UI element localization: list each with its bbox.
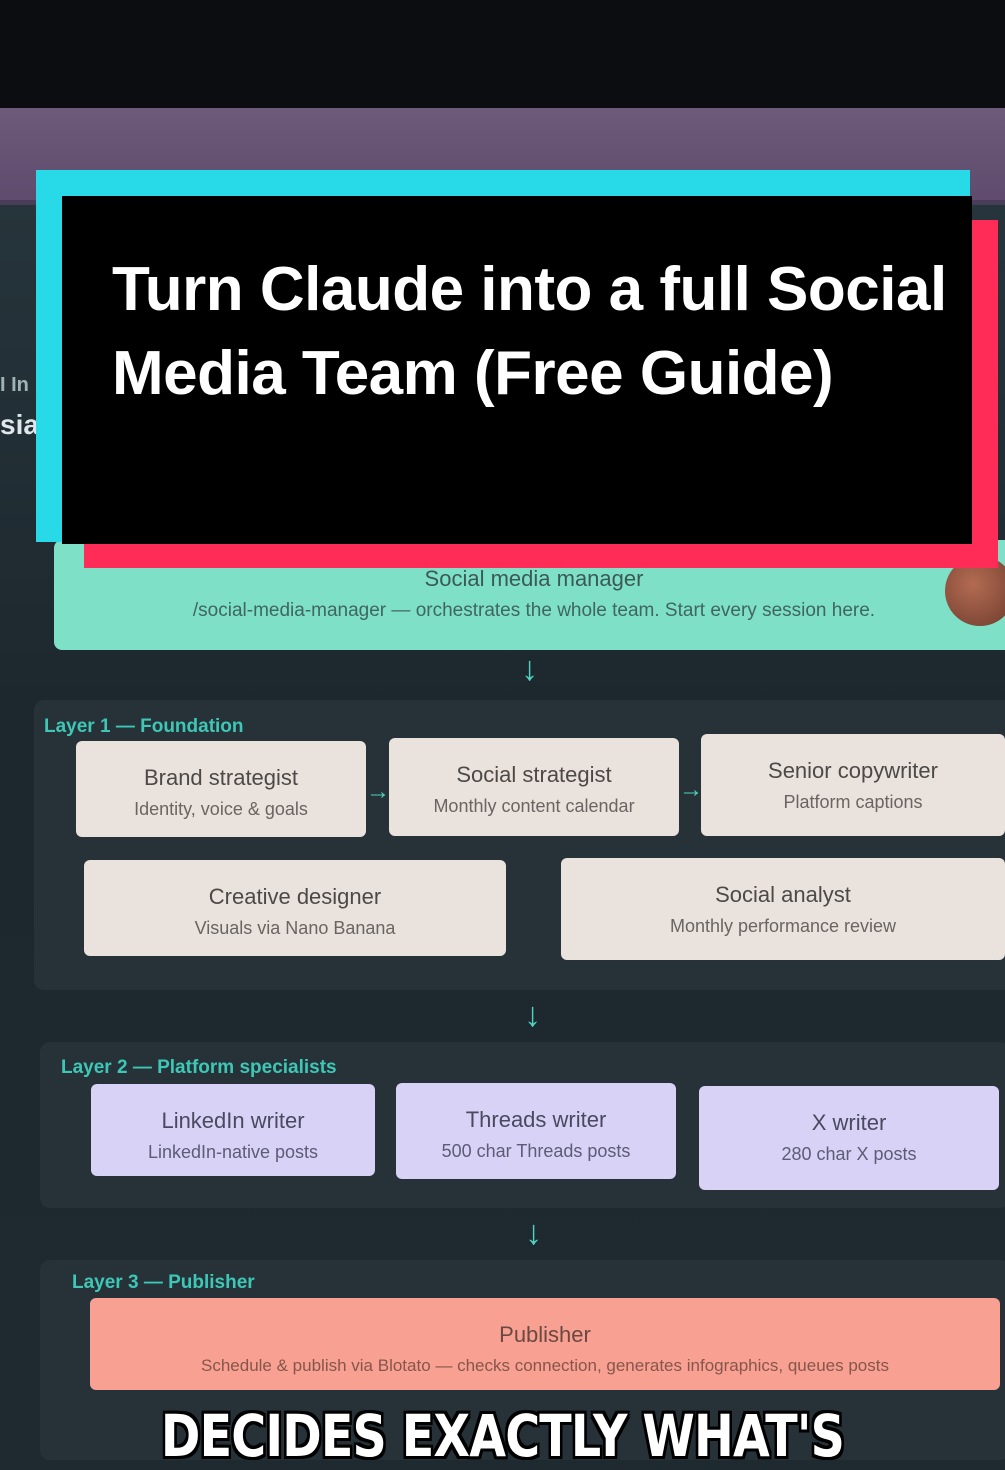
brand-strategist-box[interactable]: Brand strategist Identity, voice & goals bbox=[76, 741, 366, 837]
threads-writer-box[interactable]: Threads writer 500 char Threads posts bbox=[396, 1083, 676, 1179]
role-title: Creative designer bbox=[208, 884, 382, 909]
arrow-right-icon: → bbox=[366, 778, 390, 805]
manager-description: /social-media-manager — orchestrates the… bbox=[192, 600, 876, 621]
role-subtitle: Visuals via Nano Banana bbox=[194, 918, 396, 938]
x-writer-box[interactable]: X writer 280 char X posts bbox=[699, 1086, 999, 1190]
manager-title: Social media manager bbox=[424, 566, 644, 591]
role-subtitle: LinkedIn-native posts bbox=[147, 1142, 319, 1162]
arrow-down-icon: ↓ bbox=[525, 1214, 542, 1252]
publisher-box[interactable]: Publisher Schedule & publish via Blotato… bbox=[90, 1298, 1000, 1390]
arrow-right-icon: → bbox=[679, 776, 703, 803]
layer-2-label: Layer 2 — Platform specialists bbox=[61, 1057, 337, 1078]
role-subtitle: 500 char Threads posts bbox=[441, 1141, 631, 1161]
monitor-bezel bbox=[0, 0, 1005, 110]
role-subtitle: Platform captions bbox=[783, 792, 923, 812]
layer-1-label: Layer 1 — Foundation bbox=[44, 716, 244, 737]
role-title: Senior copywriter bbox=[768, 758, 938, 783]
role-title: LinkedIn writer bbox=[161, 1108, 305, 1133]
arrow-down-icon: ↓ bbox=[521, 650, 538, 688]
cropped-text-1: I In bbox=[0, 374, 29, 396]
cropped-page-text: I In sia bbox=[0, 365, 39, 445]
role-title: Publisher bbox=[499, 1322, 591, 1347]
role-subtitle: Schedule & publish via Blotato — checks … bbox=[201, 1356, 889, 1375]
social-strategist-box[interactable]: Social strategist Monthly content calend… bbox=[389, 738, 679, 836]
layer-3-label: Layer 3 — Publisher bbox=[72, 1272, 255, 1293]
role-title: Threads writer bbox=[465, 1107, 607, 1132]
role-title: Social strategist bbox=[456, 762, 612, 787]
role-title: Social analyst bbox=[715, 882, 851, 907]
role-subtitle: 280 char X posts bbox=[781, 1144, 917, 1164]
role-subtitle: Monthly performance review bbox=[669, 916, 897, 936]
arrow-down-icon: ↓ bbox=[524, 996, 541, 1034]
role-subtitle: Monthly content calendar bbox=[433, 796, 635, 816]
creative-designer-box[interactable]: Creative designer Visuals via Nano Banan… bbox=[84, 860, 506, 956]
role-title: Brand strategist bbox=[143, 765, 299, 790]
role-title: X writer bbox=[811, 1110, 887, 1135]
overlay-title: Turn Claude into a full Social Media Tea… bbox=[112, 255, 947, 408]
linkedin-writer-box[interactable]: LinkedIn writer LinkedIn-native posts bbox=[91, 1084, 375, 1176]
video-caption: DECIDES EXACTLY WHAT'S bbox=[160, 1402, 845, 1470]
title-card bbox=[62, 196, 972, 544]
social-analyst-box[interactable]: Social analyst Monthly performance revie… bbox=[561, 858, 1005, 960]
role-subtitle: Identity, voice & goals bbox=[134, 799, 308, 819]
cropped-text-2: sia bbox=[0, 409, 39, 440]
senior-copywriter-box[interactable]: Senior copywriter Platform captions bbox=[701, 734, 1005, 836]
